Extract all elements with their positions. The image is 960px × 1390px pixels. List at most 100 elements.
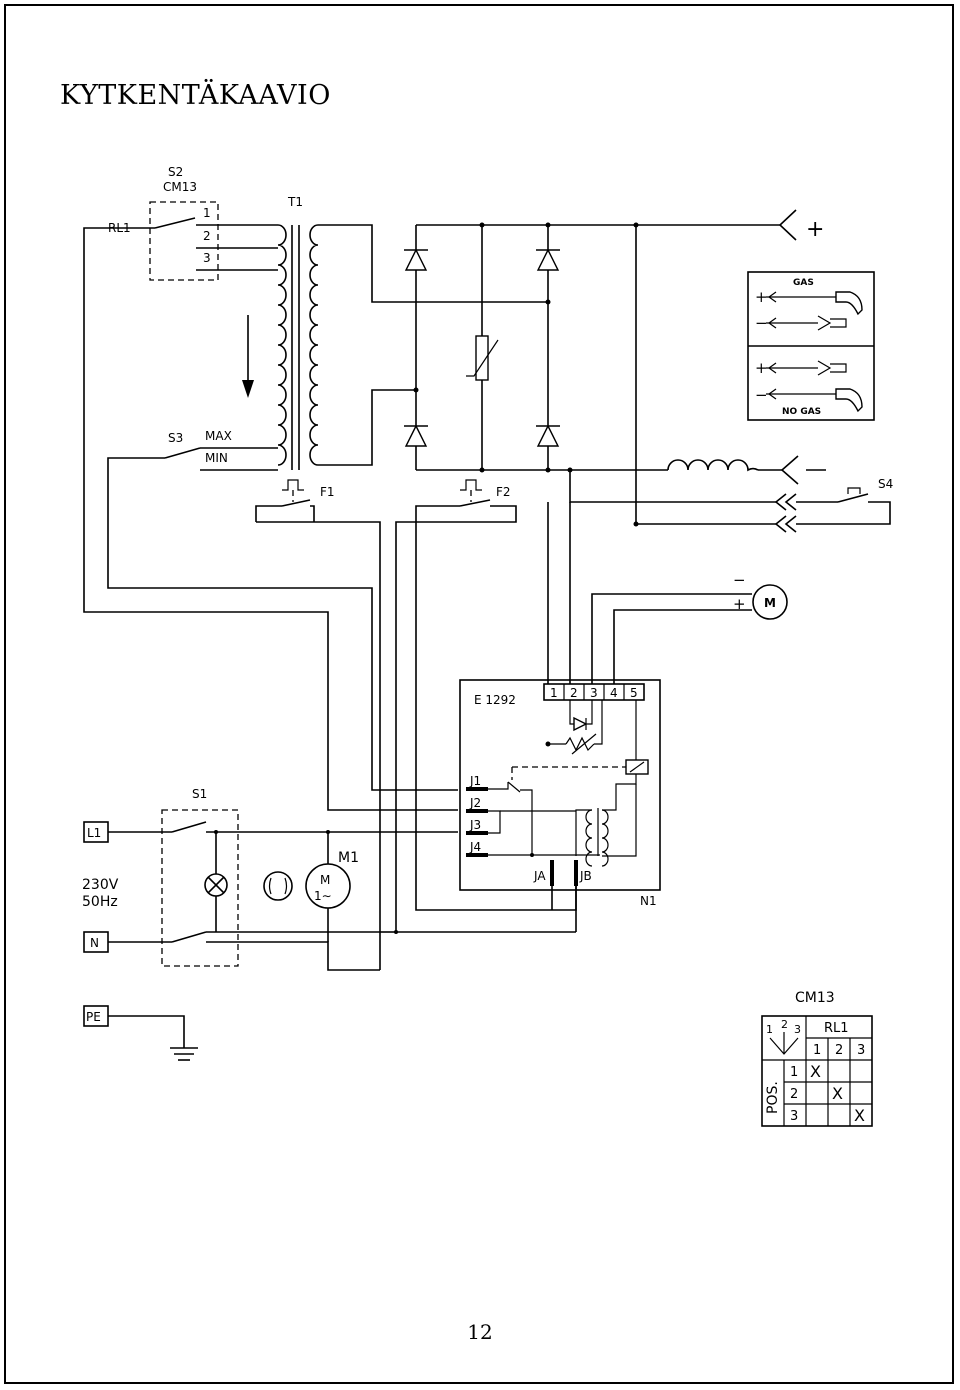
s2-label: S2 — [168, 165, 183, 179]
minus-output-connector-icon — [780, 455, 799, 485]
plus-output-label: + — [806, 217, 824, 242]
s3-label: S3 — [168, 431, 183, 445]
f1-label: F1 — [320, 485, 335, 499]
j4-label: J4 — [469, 840, 481, 854]
terminal-3-label: 3 — [590, 686, 598, 700]
relay-contact — [507, 781, 521, 793]
ja-label: JA — [533, 869, 546, 883]
mark-3-3: X — [854, 1106, 865, 1125]
terminal-5-label: 5 — [630, 686, 638, 700]
terminal-1-label: 1 — [550, 686, 558, 700]
pos-2: 2 — [790, 1087, 798, 1102]
s4-trigger-switch: S4 — [774, 477, 893, 533]
motor-plus-wire — [613, 609, 752, 684]
f2-label: F2 — [496, 485, 511, 499]
wire-feed-motor: M − + — [733, 571, 788, 620]
icon-num-1: 1 — [766, 1023, 773, 1036]
rl1-col-1: 1 — [813, 1043, 821, 1058]
secondary-top-wire — [318, 224, 416, 303]
s1-dashed-enclosure — [161, 809, 239, 967]
motor-icon — [752, 584, 788, 620]
rl1-col-2: 2 — [835, 1043, 843, 1058]
earth-clamp-icon — [817, 315, 847, 331]
s1-blade-n — [171, 931, 207, 943]
page-title: KYTKENTÄKAAVIO — [60, 80, 331, 111]
n-line — [206, 941, 380, 971]
terminal-2-label: 2 — [570, 686, 578, 700]
tap2-label: 2 — [203, 229, 211, 243]
e1292-label: E 1292 — [474, 693, 516, 707]
terminal-strip — [543, 683, 645, 701]
s1-blade-l — [171, 821, 207, 833]
svg-text:+: + — [733, 595, 746, 613]
j1-label: J1 — [469, 774, 481, 788]
terminal-4-label: 4 — [610, 686, 618, 700]
svg-text:−: − — [755, 386, 768, 404]
thermal-icon — [282, 479, 304, 491]
l1-label: L1 — [87, 826, 101, 840]
gas-label: GAS — [793, 278, 814, 288]
secondary-bottom-wire — [318, 389, 416, 466]
frequency-label: 50Hz — [82, 894, 118, 910]
diode-icon — [536, 424, 560, 447]
pe-label: PE — [86, 1010, 101, 1024]
rl1-col-3: 3 — [857, 1043, 865, 1058]
voltage-label: 230V — [82, 877, 119, 893]
page-number: 12 — [467, 1320, 493, 1344]
inductor-icon — [667, 459, 759, 472]
diode-icon — [536, 248, 560, 271]
n1-label: N1 — [640, 894, 657, 908]
svg-text:+: + — [755, 288, 768, 306]
earth-clamp-icon — [817, 360, 847, 376]
f2-wire — [415, 505, 577, 911]
j1-pin — [466, 787, 488, 791]
m1-phase-label: 1∼ — [314, 889, 332, 903]
ground-icon — [170, 1047, 198, 1061]
svg-text:−: − — [733, 571, 746, 589]
rl1-wire — [83, 227, 458, 811]
s3-switch-blade — [164, 447, 201, 459]
icon-num-2: 2 — [781, 1018, 788, 1031]
cm13-table-title: CM13 — [795, 990, 835, 1006]
icon-num-3: 3 — [794, 1023, 801, 1036]
mark-2-2: X — [832, 1084, 843, 1103]
pos-3: 3 — [790, 1109, 798, 1124]
adjust-arrow-icon — [242, 380, 254, 398]
welding-torch-icon — [835, 291, 863, 316]
mark-1-1: X — [810, 1062, 821, 1081]
fan-motor-m1: M1 M 1∼ — [263, 832, 359, 942]
main-switch-s1: S1 — [161, 787, 239, 967]
no-gas-label: NO GAS — [782, 407, 821, 417]
bridge-rectifier — [404, 222, 780, 473]
page-frame — [4, 4, 954, 1384]
jb-terminal — [574, 860, 578, 886]
n-label: N — [90, 936, 99, 950]
plus-output-connector-icon — [778, 209, 797, 241]
e1292-board: E 1292 1 2 3 4 5 N1 J1 — [459, 679, 661, 908]
thermal-fuse-f2: F2 — [314, 479, 577, 970]
tap1-label: 1 — [203, 206, 211, 220]
j2-label: J2 — [469, 796, 481, 810]
rl1-column-header: RL1 — [824, 1021, 849, 1036]
diode-icon — [404, 424, 428, 447]
max-label: MAX — [205, 429, 232, 443]
diode-icon — [404, 248, 428, 271]
jb-label: JB — [579, 869, 592, 883]
pos-label: POS. — [765, 1081, 781, 1114]
potentiometer-icon — [565, 736, 595, 752]
s2-switch-blade — [154, 217, 196, 229]
f1-series-wire — [314, 521, 381, 970]
s2-selector-switch: S2 CM13 1 2 3 RL1 — [108, 165, 278, 281]
m1-m-label: M — [320, 873, 330, 887]
motor-minus-wire — [591, 593, 752, 684]
cm13-label: CM13 — [163, 180, 197, 194]
welding-torch-icon — [835, 388, 863, 413]
fan-icon — [263, 871, 293, 901]
m1-label: M1 — [338, 850, 359, 866]
s4-wire-a — [569, 470, 776, 503]
s3-switch: S3 MAX MIN — [164, 429, 232, 465]
s1-label: S1 — [192, 787, 207, 801]
thermal-icon — [460, 479, 482, 491]
motor-label: M — [764, 596, 776, 610]
